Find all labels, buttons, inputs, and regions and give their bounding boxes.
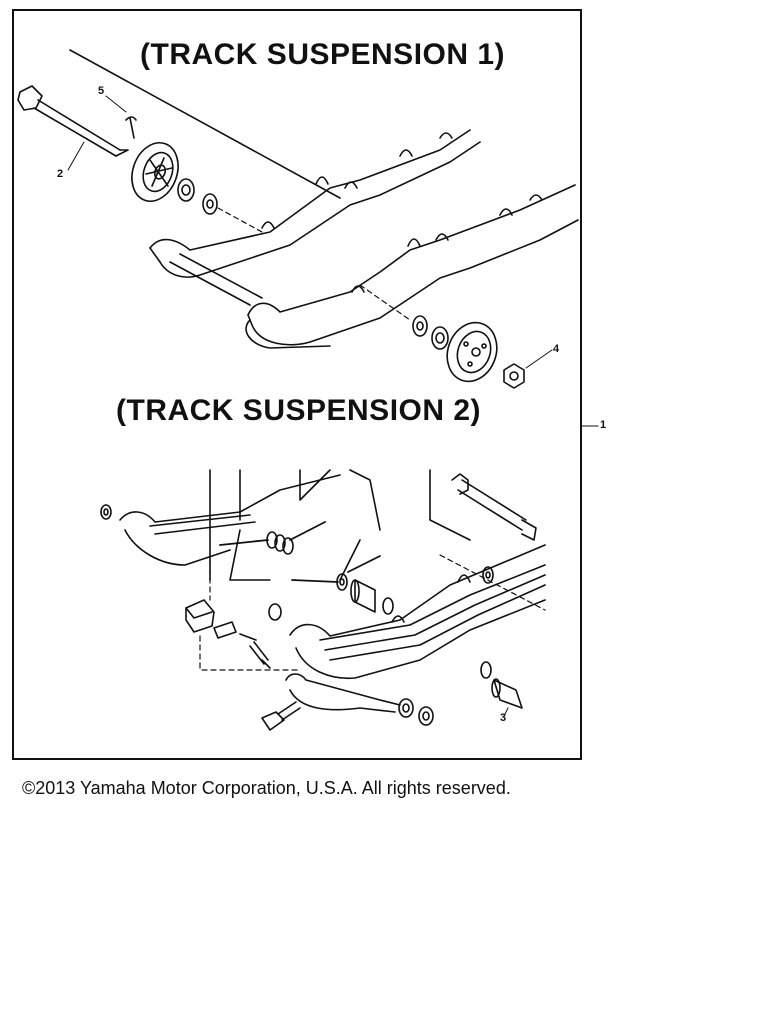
idler-wheel-right: [446, 321, 498, 383]
leader-line: [291, 555, 381, 583]
cotter-pin: [105, 95, 137, 139]
washer: [268, 603, 282, 621]
skid: [285, 673, 401, 713]
rubber-stopper: [185, 599, 215, 633]
copyright-notice: ©2013 Yamaha Motor Corporation, U.S.A. A…: [22, 778, 511, 798]
screw: [261, 701, 301, 731]
washer: [480, 661, 492, 679]
clip: [213, 621, 237, 639]
spacer-collar: [350, 579, 376, 613]
callout-1: 1: [600, 419, 607, 431]
dash-line: [359, 284, 411, 321]
cross-shaft: [169, 253, 263, 306]
leader-line: [219, 521, 326, 546]
dash-line: [439, 554, 546, 611]
bushing-right: [482, 566, 494, 584]
dash-line: [199, 635, 301, 671]
washer-right: [412, 315, 428, 337]
section-title-track-suspension-1: (TRACK SUSPENSION 1): [140, 38, 506, 71]
spring: [266, 531, 294, 555]
idler-wheel-left: [131, 142, 179, 202]
callout-2: 2: [57, 168, 64, 180]
slide-rail-lower: [245, 184, 579, 349]
lock-nut: [503, 349, 553, 389]
axle-bolt: [17, 85, 129, 157]
diagram-frame: [12, 9, 582, 760]
guide-line: [69, 49, 341, 199]
leader-line: [67, 141, 85, 171]
bearing-right: [431, 326, 449, 350]
washer: [382, 597, 394, 615]
callout-4: 4: [553, 343, 560, 355]
washer: [100, 504, 112, 520]
slide-rail-front-lower: [289, 544, 546, 680]
bushing-collar: [491, 678, 523, 717]
suspension-arm: [209, 469, 471, 581]
callout-3: 3: [500, 712, 507, 724]
bolt: [239, 633, 271, 669]
washer-left: [202, 193, 218, 215]
dash-line: [217, 207, 263, 233]
bearing-left: [177, 178, 195, 202]
slide-rail-rear-upper: [119, 474, 341, 566]
slide-rail-upper: [149, 129, 481, 278]
shaft: [451, 473, 537, 541]
section-title-track-suspension-2: (TRACK SUSPENSION 2): [116, 394, 482, 427]
nut: [418, 706, 434, 726]
washer: [398, 698, 414, 718]
callout-5: 5: [98, 85, 105, 97]
